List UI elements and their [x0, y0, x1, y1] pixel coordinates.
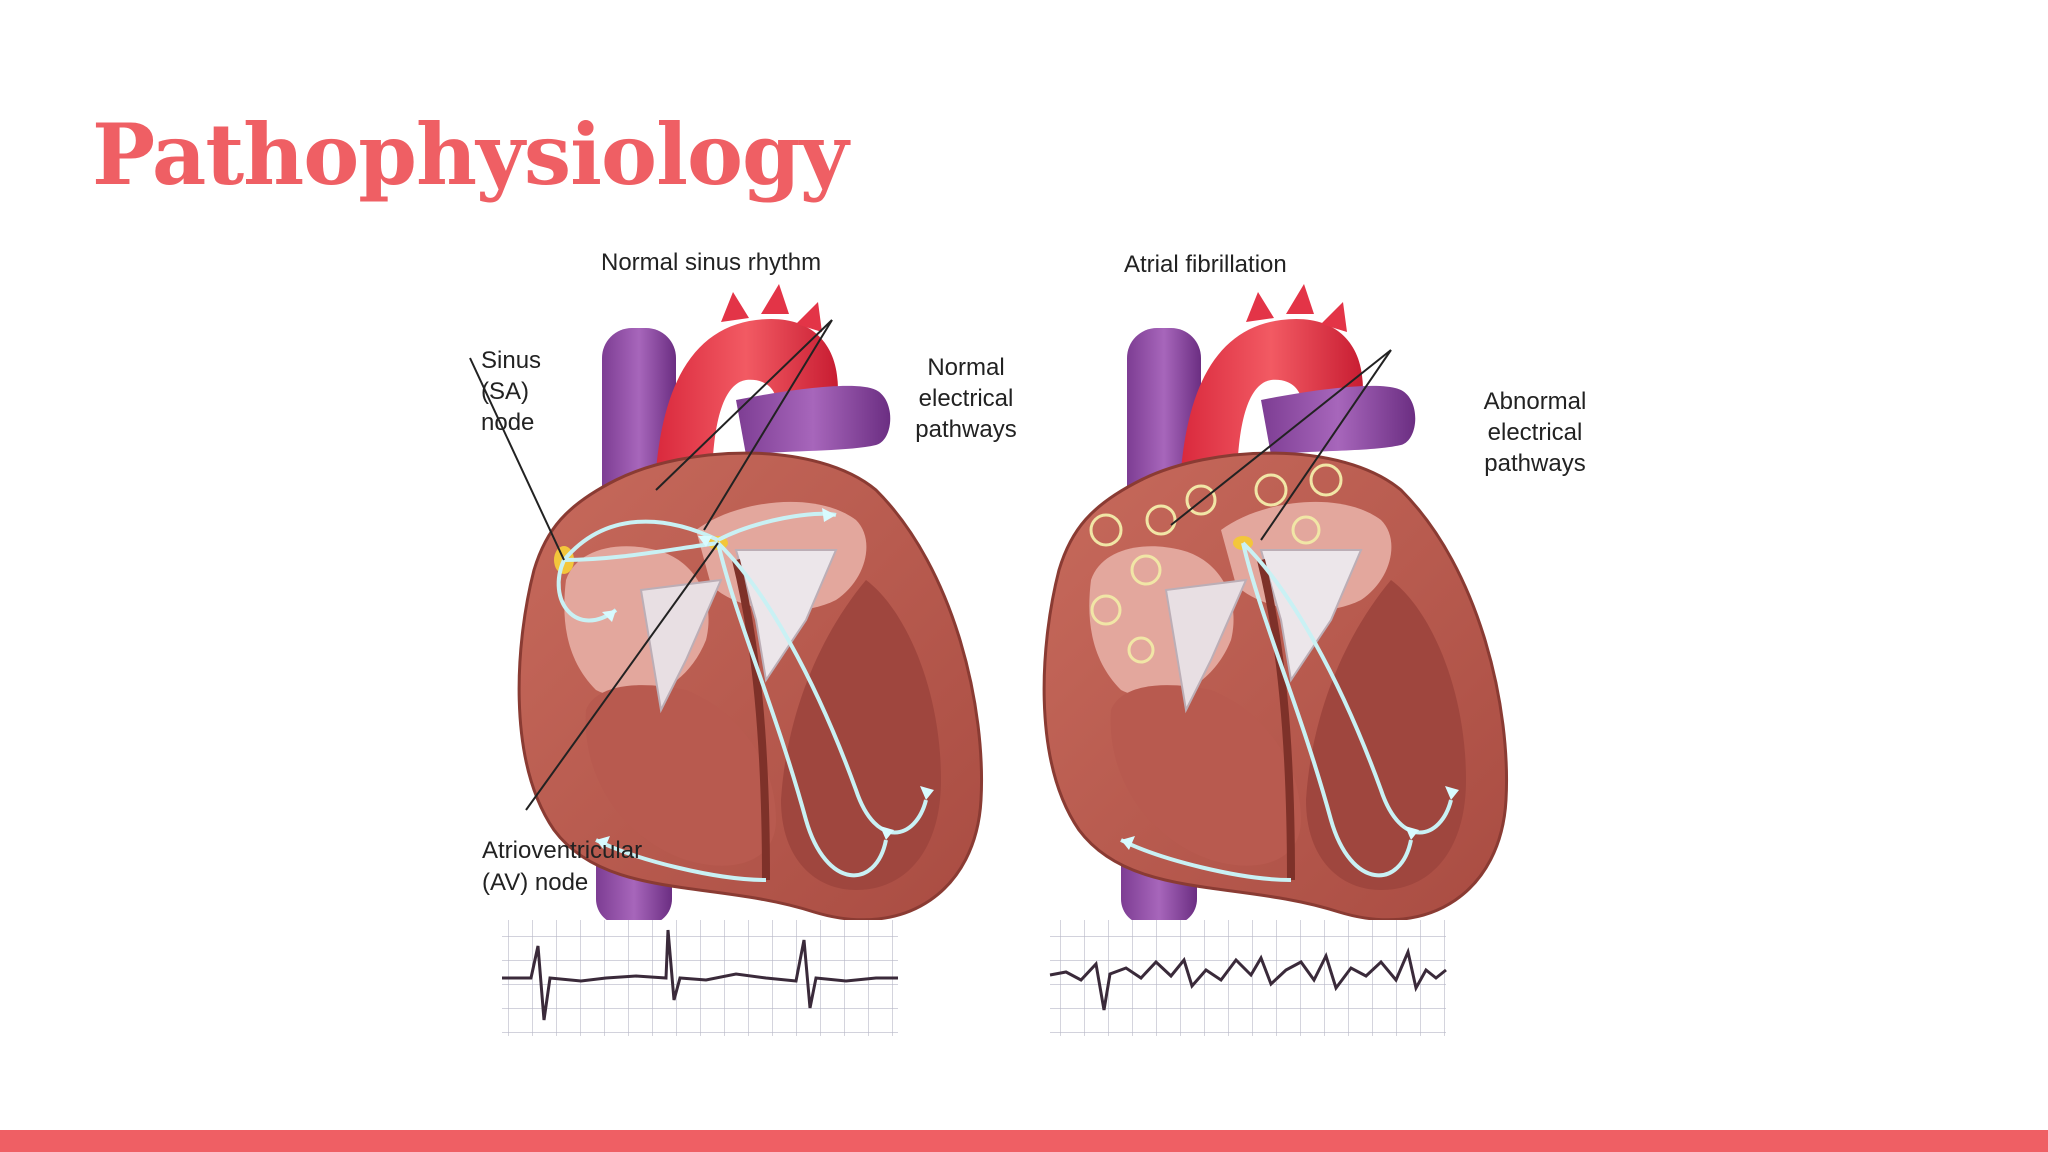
label-abnormal-pathways-line2: electrical	[1488, 419, 1583, 446]
heart-conduction-illustration: Normal sinus rhythm Atrial fibrillation …	[469, 249, 1587, 1036]
heading-atrial-fibrillation: Atrial fibrillation	[1124, 251, 1287, 278]
af-heart	[1042, 284, 1508, 925]
heart-conduction-figure: Normal sinus rhythm Atrial fibrillation …	[436, 240, 1614, 1070]
slide-title: Pathophysiology	[92, 105, 849, 204]
label-normal-pathways-line3: pathways	[915, 416, 1016, 443]
label-normal-pathways-line1: Normal	[927, 354, 1004, 381]
label-av-node-line1: Atrioventricular	[482, 837, 642, 864]
label-abnormal-pathways-line1: Abnormal	[1484, 388, 1587, 415]
bottom-accent-bar	[0, 1130, 2048, 1152]
label-abnormal-pathways-line3: pathways	[1484, 450, 1585, 477]
label-sa-node-line1: Sinus	[481, 347, 541, 374]
ecg-strip-normal	[502, 920, 898, 1036]
label-sa-node-line2: (SA)	[481, 378, 529, 405]
heading-normal-sinus-rhythm: Normal sinus rhythm	[601, 249, 821, 276]
label-av-node-line2: (AV) node	[482, 869, 588, 896]
label-normal-pathways-line2: electrical	[919, 385, 1014, 412]
label-sa-node-line3: node	[481, 409, 534, 436]
ecg-strip-af	[1049, 920, 1447, 1036]
normal-heart	[469, 284, 983, 925]
